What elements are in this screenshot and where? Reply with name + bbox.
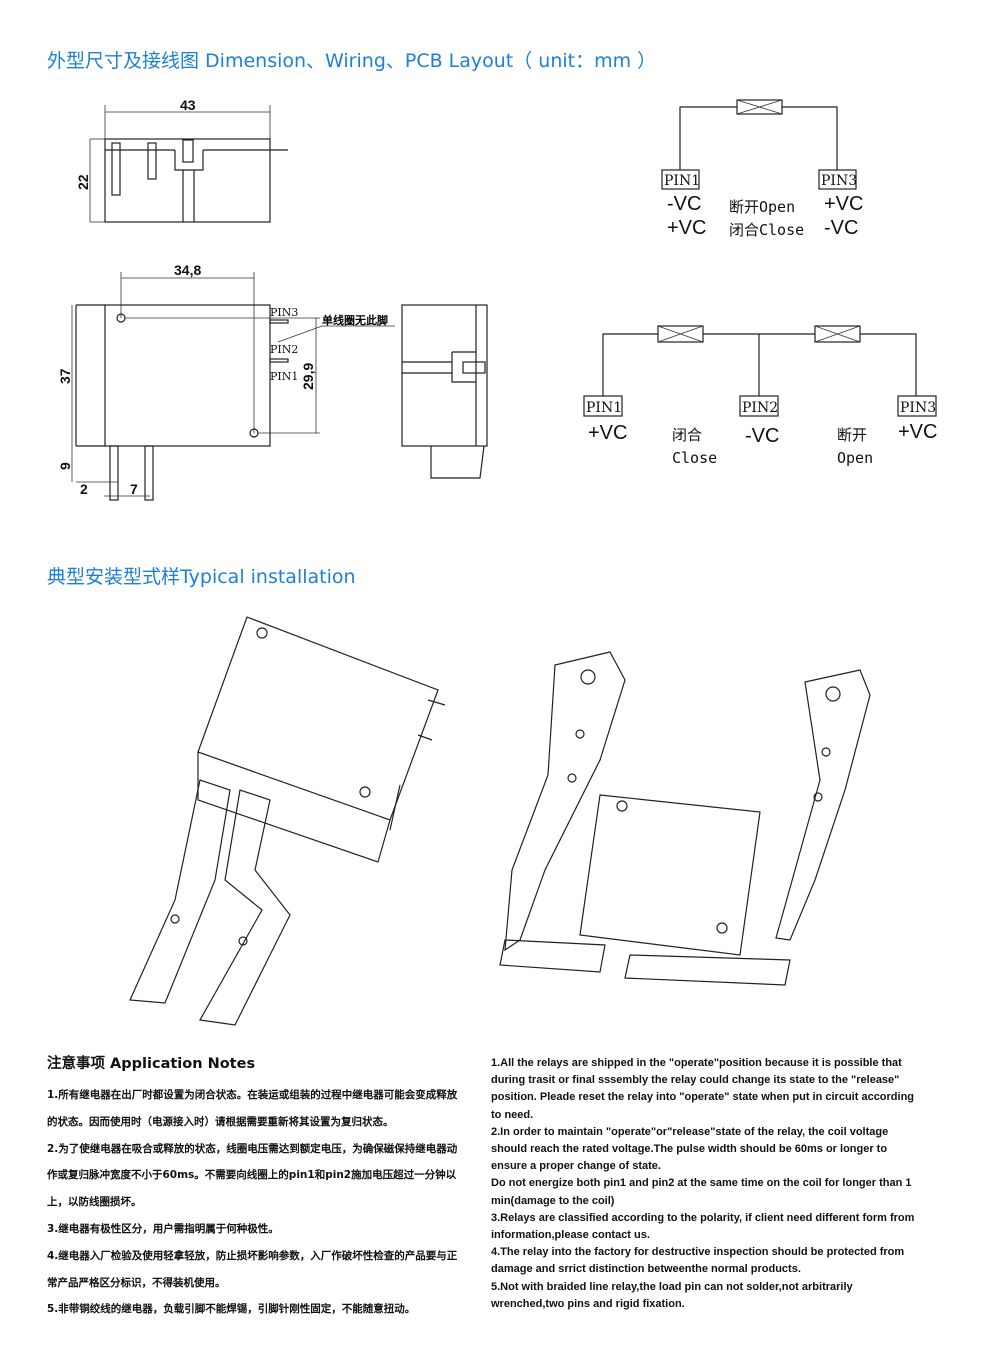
pin1-label: PIN1 <box>586 400 622 416</box>
label-pin3: PIN3 <box>270 306 298 319</box>
state-open: 断开Open <box>729 198 795 216</box>
state-close: 闭合Close <box>729 221 804 239</box>
pin2-voltage: -VC <box>745 425 779 447</box>
dim-height: 22 <box>75 174 91 190</box>
note-cn-5: 5.非带铜绞线的继电器，负载引脚不能焊锡，引脚针刚性固定，不能随意扭动。 <box>47 1303 416 1316</box>
note-en-2b: Do not energize both pin1 and pin2 at th… <box>491 1177 912 1207</box>
note-cn-3: 3.继电器有极性区分，用户需指明属于何种极性。 <box>47 1222 279 1235</box>
pin3-voltage: +VC <box>898 421 937 443</box>
dim-pin-height: 9 <box>57 462 73 470</box>
dim-pin-distance: 29,9 <box>300 363 316 390</box>
note-cn-1: 1.所有继电器在出厂时都设置为闭合状态。在装运或组装的过程中继电器可能会变成释放… <box>47 1089 458 1128</box>
note-en-2: 2.In order to maintain "operate"or"relea… <box>491 1125 889 1173</box>
notes-chinese: 1.所有继电器在出厂时都设置为闭合状态。在装运或组装的过程中继电器可能会变成释放… <box>47 1082 467 1323</box>
wiring-double-coil: PIN1 PIN2 PIN3 +VC -VC +VC 闭合 Close 断开 O… <box>583 325 937 467</box>
note-en-1: 1.All the relays are shipped in the "ope… <box>491 1057 915 1121</box>
side-view-drawing: 43 22 <box>75 97 288 223</box>
notes-english: 1.All the relays are shipped in the "ope… <box>491 1055 921 1313</box>
pin3-voltage-close: -VC <box>824 217 858 239</box>
note-en-3: 3.Relays are classified according to the… <box>491 1211 915 1242</box>
installation-illustration-right <box>499 651 871 986</box>
open-cn: 断开 <box>837 426 867 444</box>
pin3-label: PIN3 <box>821 173 857 189</box>
end-view-drawing <box>401 304 488 479</box>
pin1-label: PIN1 <box>664 173 700 189</box>
section-title-installation: 典型安装型式样Typical installation <box>47 566 356 588</box>
pin3-label: PIN3 <box>900 400 936 416</box>
pin3-voltage-open: +VC <box>824 193 863 215</box>
pin1-voltage: +VC <box>588 422 627 444</box>
close-cn: 闭合 <box>672 426 702 444</box>
pin1-voltage-open: -VC <box>667 193 701 215</box>
pin2-label: PIN2 <box>742 400 778 416</box>
installation-illustration-left <box>129 616 446 1026</box>
note-no-pin-single-coil: 单线圈无此脚 <box>322 313 388 327</box>
label-pin1: PIN1 <box>270 370 298 383</box>
coil-symbol <box>736 99 783 115</box>
note-cn-2: 2.为了使继电器在吸合或释放的状态，线圈电压需达到额定电压，为确保磁保持继电器动… <box>47 1142 458 1209</box>
note-cn-4: 4.继电器入厂检验及使用轻拿轻放，防止损坏影响参数，入厂作破坏性检查的产品要与正… <box>47 1249 458 1289</box>
dim-pin-span: 34,8 <box>174 262 201 278</box>
dim-length: 37 <box>57 368 73 384</box>
dim-offset-b: 7 <box>130 481 138 497</box>
open-en: Open <box>837 449 873 467</box>
note-en-5: 5.Not with braided line relay,the load p… <box>491 1280 853 1310</box>
close-en: Close <box>672 449 717 467</box>
dim-width: 43 <box>180 97 196 113</box>
section-title-dimension: 外型尺寸及接线图 Dimension、Wiring、PCB Layout（ un… <box>47 50 657 72</box>
note-en-4: 4.The relay into the factory for destruc… <box>491 1246 905 1276</box>
front-view-drawing: 34,8 37 29,9 PIN3 PIN2 PIN1 单线圈无此脚 9 2 7 <box>57 262 395 501</box>
dim-offset-a: 2 <box>80 481 88 497</box>
label-pin2: PIN2 <box>270 343 298 356</box>
wiring-single-coil: PIN1 PIN3 -VC +VC 断开Open 闭合Close +VC -VC <box>661 99 863 239</box>
pin1-voltage-close: +VC <box>667 217 706 239</box>
notes-heading: 注意事项 Application Notes <box>47 1056 256 1072</box>
